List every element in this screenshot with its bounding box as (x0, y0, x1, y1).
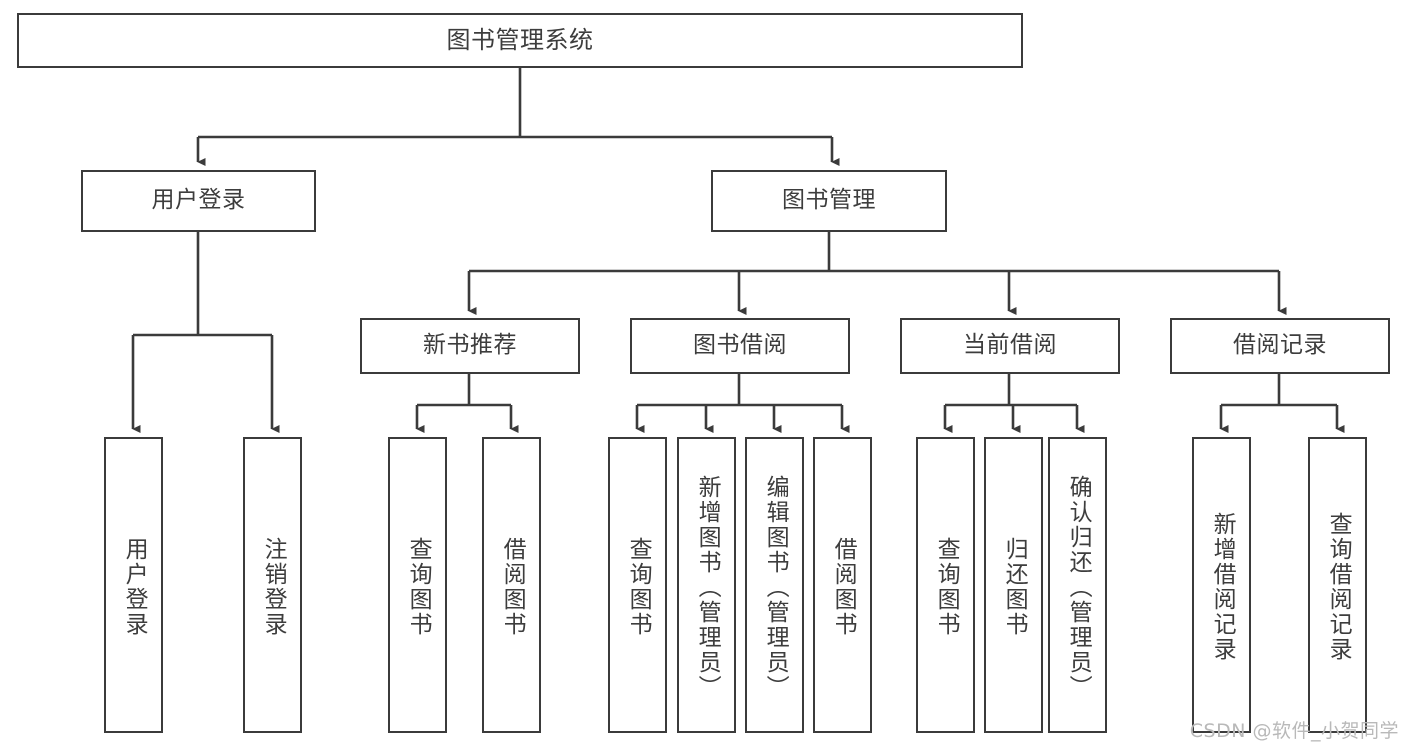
node-label: 图书管理 (782, 187, 876, 214)
node-label: 图书借阅 (693, 332, 787, 359)
node-label: 查询图书 (933, 537, 960, 637)
node-label: 新增图书（管理员） (694, 474, 721, 700)
node-label: 用户登录 (121, 537, 148, 637)
leaf-recommend-query-book[interactable]: 查询图书 (388, 437, 447, 733)
leaf-current-return-book[interactable]: 归还图书 (984, 437, 1043, 733)
node-label: 注销登录 (260, 537, 287, 637)
leaf-borrow-borrow-book[interactable]: 借阅图书 (813, 437, 872, 733)
leaf-user-login-login[interactable]: 用户登录 (104, 437, 163, 733)
node-book-borrow[interactable]: 图书借阅 (630, 318, 850, 374)
node-label: 图书管理系统 (446, 26, 594, 55)
node-book-management[interactable]: 图书管理 (711, 170, 947, 232)
node-label: 用户登录 (151, 187, 246, 214)
node-root-book-management-system[interactable]: 图书管理系统 (17, 13, 1023, 68)
node-label: 借阅图书 (499, 537, 526, 637)
leaf-borrow-edit-book-admin[interactable]: 编辑图书（管理员） (745, 437, 804, 733)
node-borrow-record[interactable]: 借阅记录 (1170, 318, 1390, 374)
node-label: 新书推荐 (423, 332, 517, 359)
node-label: 查询借阅记录 (1325, 512, 1352, 662)
leaf-current-query-book[interactable]: 查询图书 (916, 437, 975, 733)
leaf-record-query-borrow-record[interactable]: 查询借阅记录 (1308, 437, 1367, 733)
node-label: 确认归还（管理员） (1065, 474, 1092, 700)
node-label: 编辑图书（管理员） (762, 474, 789, 700)
leaf-recommend-borrow-book[interactable]: 借阅图书 (482, 437, 541, 733)
node-label: 借阅记录 (1233, 332, 1327, 359)
leaf-current-confirm-return-admin[interactable]: 确认归还（管理员） (1048, 437, 1107, 733)
node-label: 归还图书 (1001, 537, 1028, 637)
csdn-watermark: CSDN @软件_小贺同学 (1189, 720, 1399, 742)
leaf-borrow-add-book-admin[interactable]: 新增图书（管理员） (677, 437, 736, 733)
node-new-book-recommend[interactable]: 新书推荐 (360, 318, 580, 374)
node-label: 查询图书 (625, 537, 652, 637)
leaf-borrow-query-book[interactable]: 查询图书 (608, 437, 667, 733)
node-current-borrow[interactable]: 当前借阅 (900, 318, 1120, 374)
leaf-record-add-borrow-record[interactable]: 新增借阅记录 (1192, 437, 1251, 733)
node-label: 查询图书 (405, 537, 432, 637)
node-user-login[interactable]: 用户登录 (81, 170, 316, 232)
node-label: 当前借阅 (963, 332, 1057, 359)
node-label: 新增借阅记录 (1209, 512, 1236, 662)
leaf-user-login-logout[interactable]: 注销登录 (243, 437, 302, 733)
node-label: 借阅图书 (830, 537, 857, 637)
